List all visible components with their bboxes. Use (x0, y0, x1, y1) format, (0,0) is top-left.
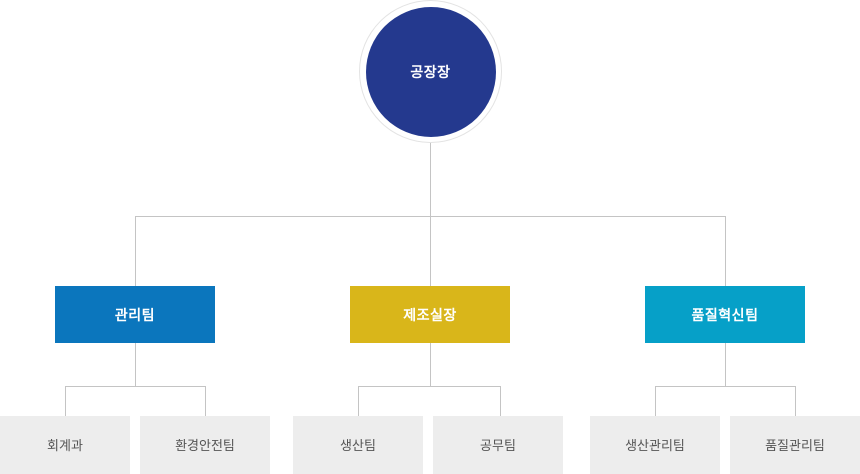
node-production-team[interactable]: 생산팀 (293, 416, 423, 474)
node-quality-innovation-team[interactable]: 품질혁신팀 (645, 286, 805, 343)
connector-management-bus (65, 386, 206, 387)
node-accounting-dept-label: 회계과 (47, 437, 83, 453)
connector-drop-manufacturing (430, 216, 431, 286)
node-quality-management-team[interactable]: 품질관리팀 (730, 416, 860, 474)
connector-root-stem (430, 143, 431, 217)
node-quality-management-team-label: 품질관리팀 (765, 437, 825, 453)
node-works-team-label: 공무팀 (480, 437, 516, 453)
node-environment-safety-team-label: 환경안전팀 (175, 437, 235, 453)
node-quality-innovation-team-label: 품질혁신팀 (691, 306, 759, 323)
node-factory-manager[interactable]: 공장장 (359, 0, 502, 143)
connector-drop-production (358, 386, 359, 416)
connector-manufacturing-bus (358, 386, 501, 387)
connector-drop-works (500, 386, 501, 416)
node-manufacturing-director-label: 제조실장 (403, 306, 457, 323)
node-production-management-team[interactable]: 생산관리팀 (590, 416, 720, 474)
node-management-team[interactable]: 관리팀 (55, 286, 215, 343)
connector-drop-production-mgmt (655, 386, 656, 416)
node-production-team-label: 생산팀 (340, 437, 376, 453)
node-factory-manager-disc: 공장장 (365, 6, 496, 137)
connector-quality-stem (725, 343, 726, 386)
connector-drop-quality-mgmt (795, 386, 796, 416)
connector-drop-env-safety (205, 386, 206, 416)
node-factory-manager-label: 공장장 (410, 63, 451, 80)
connector-drop-accounting (65, 386, 66, 416)
node-production-management-team-label: 생산관리팀 (625, 437, 685, 453)
connector-drop-management (135, 216, 136, 286)
node-accounting-dept[interactable]: 회계과 (0, 416, 130, 474)
connector-drop-quality (725, 216, 726, 286)
node-environment-safety-team[interactable]: 환경안전팀 (140, 416, 270, 474)
connector-manufacturing-stem (430, 343, 431, 386)
node-works-team[interactable]: 공무팀 (433, 416, 563, 474)
node-manufacturing-director[interactable]: 제조실장 (350, 286, 510, 343)
connector-quality-bus (655, 386, 796, 387)
connector-management-stem (135, 343, 136, 386)
node-management-team-label: 관리팀 (114, 306, 156, 323)
